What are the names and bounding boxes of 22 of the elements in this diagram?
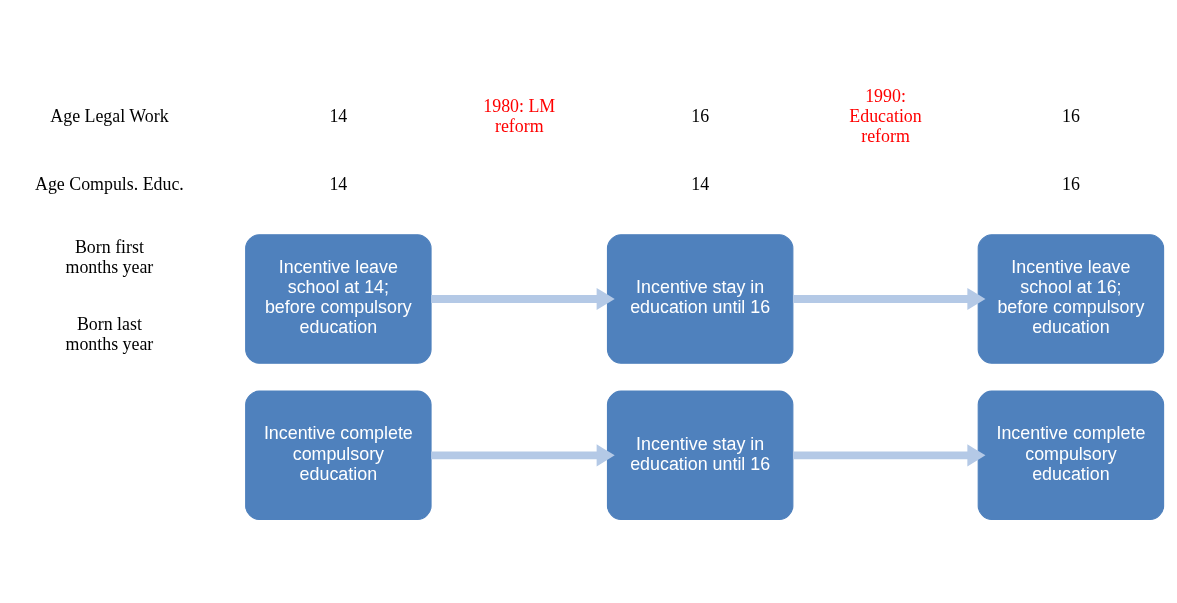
- label: Age Compuls. Educ.: [35, 174, 184, 195]
- label: 1980: LM reform: [483, 96, 556, 137]
- label: Born last months year: [65, 314, 154, 355]
- arrow: [431, 444, 615, 467]
- node-box: Incentive complete compulsory education: [245, 390, 432, 521]
- arrow: [793, 444, 986, 467]
- label: 14: [329, 174, 348, 195]
- node-box: Incentive leave school at 16; before compulsory education: [977, 234, 1165, 364]
- label: 1990: Education reform: [849, 86, 922, 147]
- label: 14: [329, 106, 348, 127]
- node-box: Incentive leave school at 14; before compulsory education: [245, 234, 432, 364]
- arrow: [431, 287, 615, 311]
- arrow: [793, 287, 986, 311]
- label: 14: [691, 174, 710, 195]
- label: Born first months year: [65, 236, 154, 278]
- label: 16: [691, 106, 710, 127]
- node-box: Incentive stay in education until 16: [606, 390, 794, 521]
- label: 16: [1061, 106, 1080, 127]
- label: 16: [1061, 174, 1080, 195]
- label: Age Legal Work: [50, 106, 169, 127]
- node-box: Incentive complete compulsory education: [977, 390, 1165, 521]
- node-box: Incentive stay in education until 16: [606, 234, 794, 364]
